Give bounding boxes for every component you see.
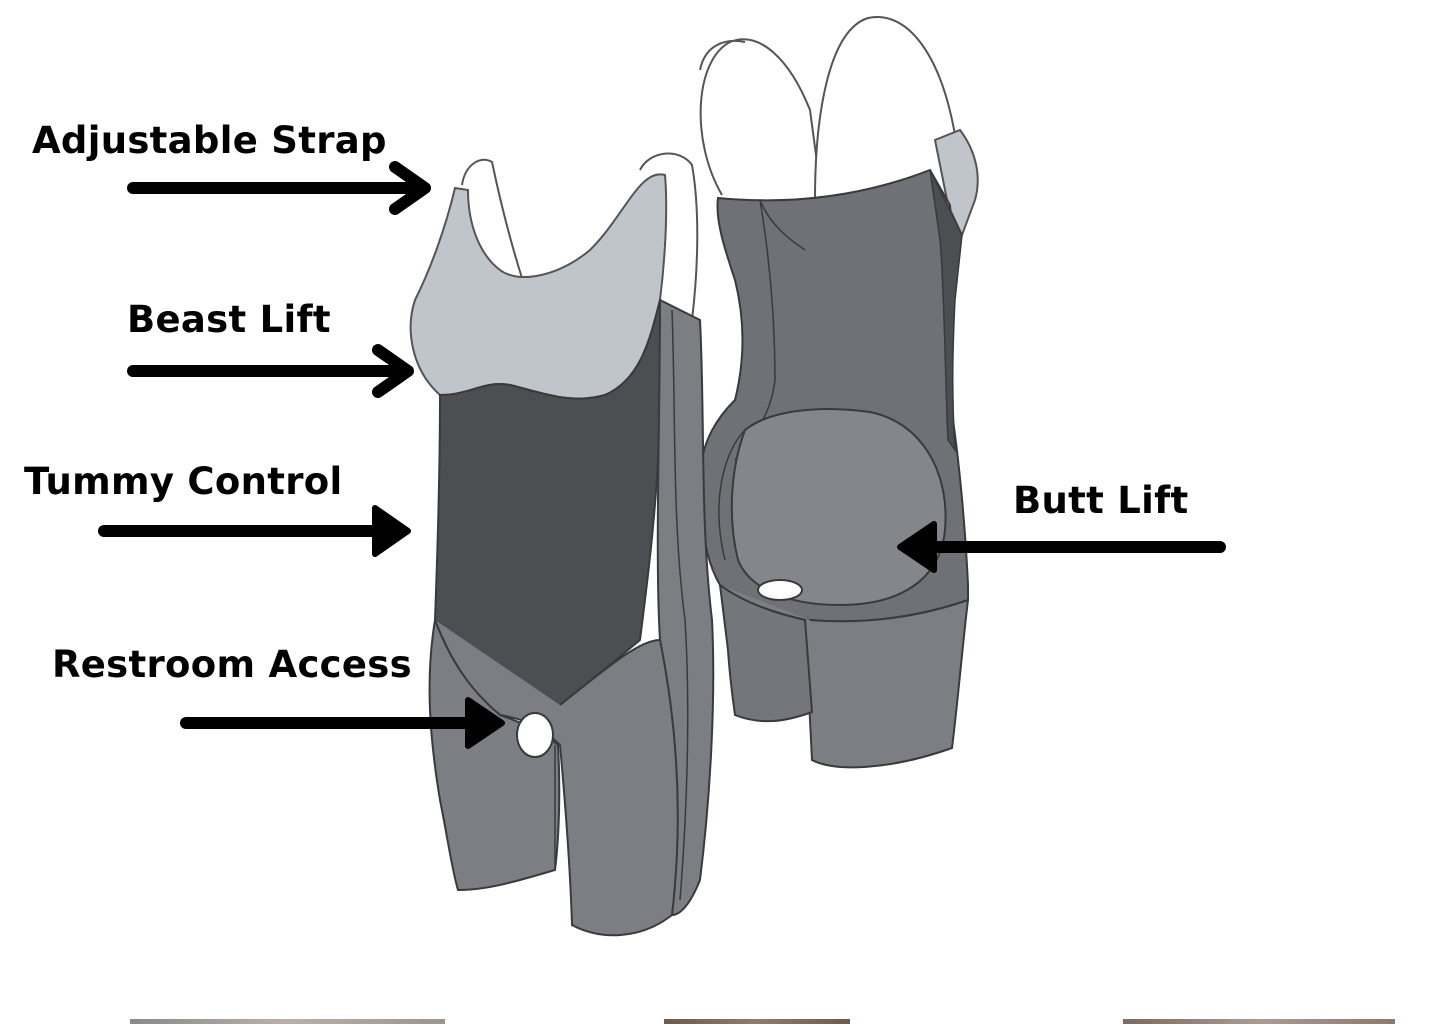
- arrow-breast: [127, 344, 414, 398]
- thumbnail-strip: [1123, 1019, 1395, 1024]
- arrow-right-icon: [372, 344, 414, 398]
- thumbnail-strip: [664, 1019, 850, 1024]
- thumbnail-strip: [130, 1019, 445, 1024]
- arrow-right-icon: [389, 161, 431, 215]
- arrow-right-icon: [372, 505, 411, 557]
- back-bodysuit-illustration: [698, 16, 979, 769]
- arrow-left-icon: [897, 521, 937, 573]
- label-breast-lift: Beast Lift: [127, 298, 331, 341]
- arrow-restroom: [180, 697, 505, 749]
- arrow-tummy: [98, 505, 411, 557]
- arrow-right-icon: [465, 697, 505, 749]
- label-restroom-access: Restroom Access: [52, 643, 412, 686]
- label-butt-lift: Butt Lift: [1013, 479, 1189, 522]
- front-bodysuit-illustration: [409, 152, 715, 937]
- arrow-strap: [127, 161, 431, 215]
- label-tummy-control: Tummy Control: [24, 460, 343, 503]
- label-adjustable-strap: Adjustable Strap: [32, 119, 387, 162]
- arrow-butt: [897, 521, 1226, 573]
